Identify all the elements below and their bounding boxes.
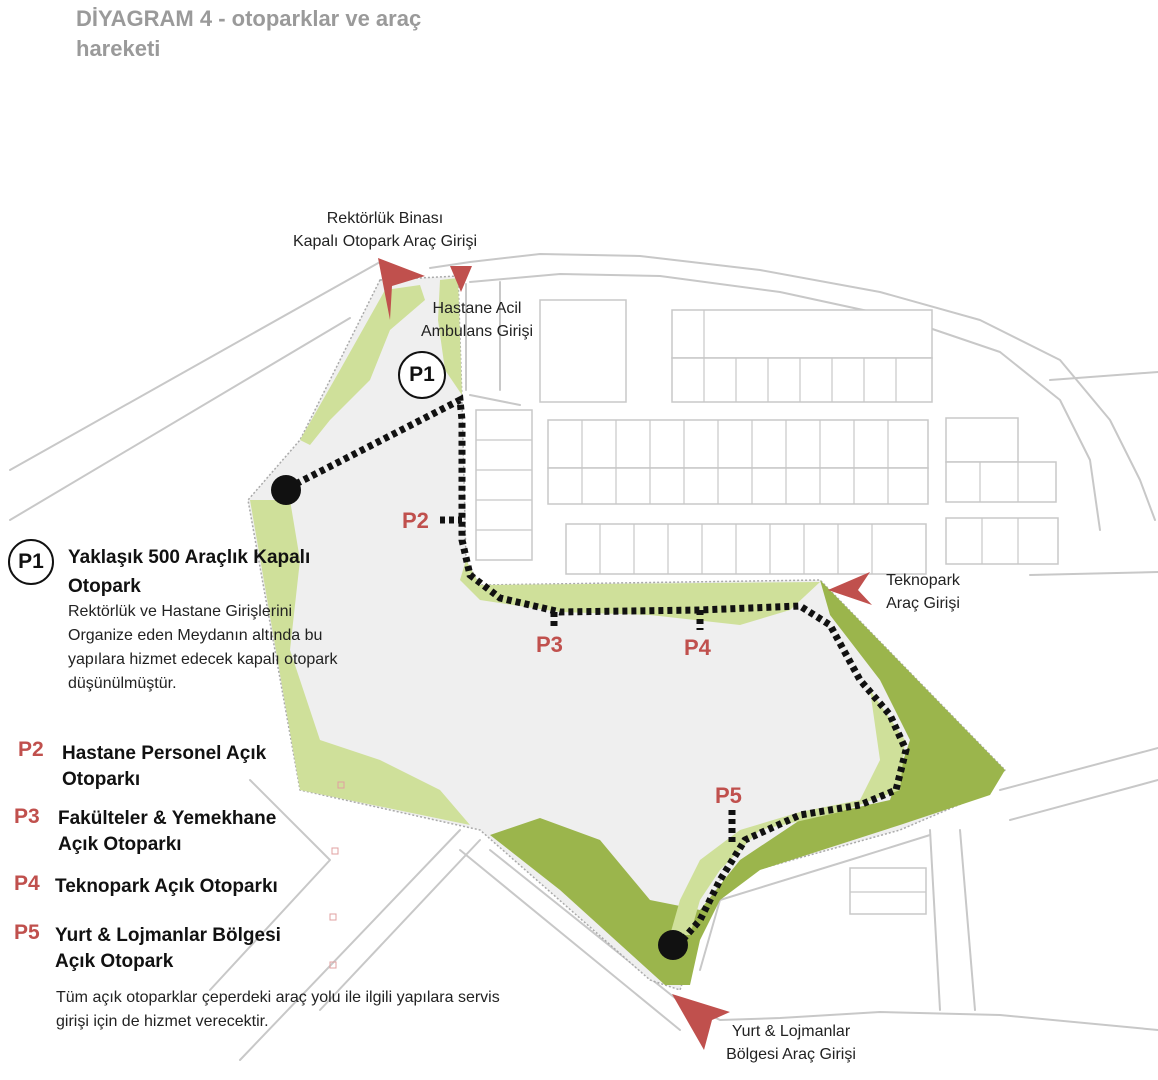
light-green-p1-right bbox=[438, 278, 462, 395]
teknopark-entrance-arrow bbox=[828, 572, 872, 605]
legend-p1-title: Yaklaşık 500 Araçlık Kapalı Otopark bbox=[68, 547, 311, 597]
context-roads bbox=[9, 253, 1158, 1061]
map-label-p2: P2 bbox=[402, 508, 429, 533]
light-green-p3p4 bbox=[460, 560, 820, 625]
route-node-p5 bbox=[658, 930, 688, 960]
rektorluk-entrance-arrow bbox=[378, 258, 425, 320]
map-label-p5: P5 bbox=[715, 783, 742, 808]
light-green-edge-left bbox=[250, 500, 470, 825]
building-blocks bbox=[475, 299, 1059, 915]
entrance-arrows bbox=[378, 258, 872, 1050]
dark-green-band bbox=[490, 580, 1005, 985]
teknopark-entrance-label: Teknopark Araç Girişi bbox=[886, 572, 960, 612]
yurt-entrance-arrow bbox=[672, 994, 730, 1050]
hastane-entrance-arrow bbox=[450, 266, 472, 292]
rektorluk-entrance-label: Rektörlük Binası Kapalı Otopark Araç Gir… bbox=[292, 210, 478, 250]
diagram-title: DİYAGRAM 4 - otoparklar ve araç hareketi bbox=[76, 6, 422, 61]
hastane-entrance-label: Hastane Acil Ambulans Girişi bbox=[420, 300, 534, 340]
map-label-p1: P1 bbox=[398, 351, 446, 399]
legend-p1-badge: P1 bbox=[8, 539, 54, 585]
legend-p5-code: P5 bbox=[14, 921, 40, 944]
light-green-p5 bbox=[670, 690, 905, 935]
small-markers bbox=[329, 781, 345, 969]
light-green-p1 bbox=[300, 285, 425, 445]
vehicle-route bbox=[286, 394, 910, 948]
legend-p3-code: P3 bbox=[14, 805, 40, 828]
route-node-p1 bbox=[271, 475, 301, 505]
legend-p2-text: Hastane Personel Açık Otoparkı bbox=[62, 743, 267, 790]
yurt-entrance-label: Yurt & Lojmanlar Bölgesi Araç Girişi bbox=[726, 1023, 856, 1063]
legend-p4-code: P4 bbox=[14, 872, 40, 895]
footnote: Tüm açık otoparklar çeperdeki araç yolu … bbox=[56, 989, 500, 1030]
legend-p4-text: Teknopark Açık Otoparkı bbox=[55, 876, 278, 897]
map-label-p4: P4 bbox=[684, 635, 711, 660]
legend-p2-code: P2 bbox=[18, 738, 44, 761]
block-divisions bbox=[476, 310, 1019, 893]
legend-p1-description: Rektörlük ve Hastane Girişlerini Organiz… bbox=[68, 603, 338, 692]
legend-p3-text: Fakülteler & Yemekhane Açık Otoparkı bbox=[58, 808, 277, 855]
map-label-p3: P3 bbox=[536, 632, 563, 657]
legend-p5-text: Yurt & Lojmanlar Bölgesi Açık Otopark bbox=[55, 925, 281, 972]
